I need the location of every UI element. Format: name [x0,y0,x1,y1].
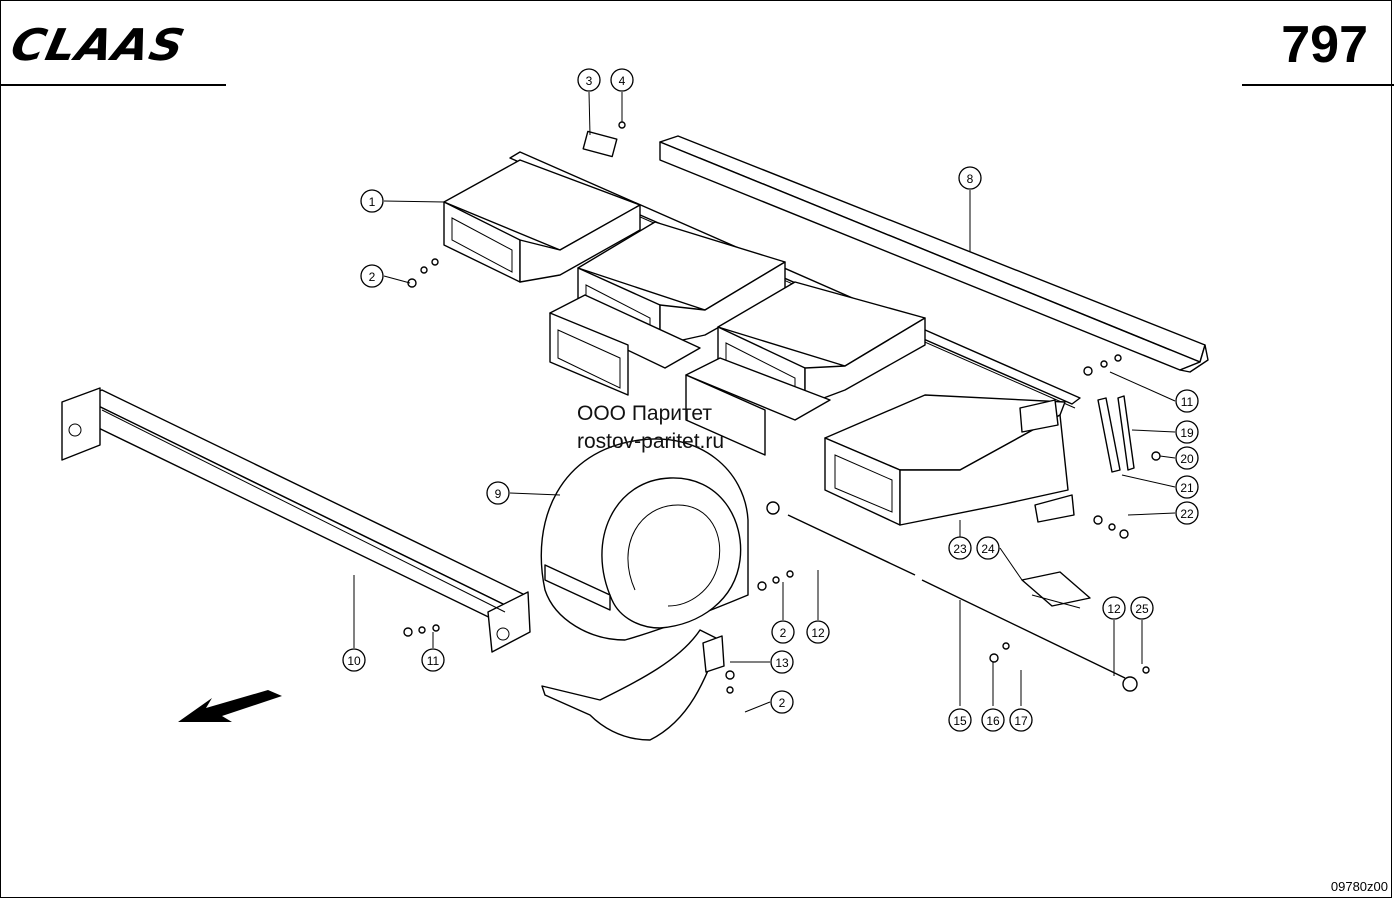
callout-8: 8 [958,166,982,190]
svg-text:1: 1 [369,195,376,209]
svg-text:17: 17 [1014,714,1028,728]
svg-text:25: 25 [1135,602,1149,616]
svg-text:3: 3 [586,74,593,88]
callout-24: 24 [976,536,1000,560]
part-15-rod [766,501,1138,692]
svg-text:23: 23 [953,542,967,556]
svg-text:11: 11 [427,654,440,668]
travel-direction-arrow-icon [178,690,282,722]
svg-text:10: 10 [347,654,361,668]
watermark-website: rostov-paritet.ru [577,430,725,453]
svg-text:22: 22 [1180,507,1194,521]
callout-2-b: 2 [771,620,795,644]
part-23-duct [824,394,1075,526]
callout-17: 17 [1009,708,1033,732]
svg-text:2: 2 [780,626,787,640]
callout-3: 3 [577,68,601,92]
callout-16: 16 [981,708,1005,732]
page-number-rule [1242,84,1394,86]
svg-text:15: 15 [953,714,967,728]
duct-lower-a [549,294,701,396]
part-10-beam [61,387,531,653]
callout-15: 15 [948,708,972,732]
callout-10: 10 [342,648,366,672]
callout-12-a: 12 [806,620,830,644]
svg-text:2: 2 [779,696,786,710]
watermark: ООО Паритет rostov-paritet.ru [577,400,724,456]
fasteners [403,121,1161,694]
part-9-fan-housing [540,438,749,641]
duct-lower-b [685,357,831,456]
part-13-shroud [541,629,725,741]
callout-9: 9 [486,481,510,505]
part-8-beam [659,135,1209,373]
svg-text:20: 20 [1180,452,1194,466]
callout-1: 1 [360,189,384,213]
svg-text:9: 9 [495,487,502,501]
svg-text:19: 19 [1180,426,1194,440]
svg-text:24: 24 [981,542,995,556]
part-24-bracket [1021,571,1091,609]
part-19-21-straps [1097,395,1135,473]
svg-text:8: 8 [967,172,974,186]
svg-text:16: 16 [986,714,1000,728]
callout-13: 13 [770,650,794,674]
callout-4: 4 [610,68,634,92]
drawing-code: 09780z00 [1330,879,1388,894]
svg-text:4: 4 [619,74,626,88]
callout-22: 22 [1175,501,1199,525]
svg-text:12: 12 [1107,602,1121,616]
callout-23: 23 [948,536,972,560]
callout-2-a: 2 [360,264,384,288]
watermark-company: ООО Паритет [577,402,713,425]
svg-text:2: 2 [369,270,376,284]
callout-11-b: 11 [1175,389,1199,413]
svg-text:12: 12 [811,626,825,640]
callout-11-a: 11 [421,648,445,672]
logo-rule [0,84,226,86]
callout-20: 20 [1175,446,1199,470]
callout-19: 19 [1175,420,1199,444]
callout-12-b: 12 [1102,596,1126,620]
svg-text:13: 13 [775,656,789,670]
callout-2-c: 2 [770,690,794,714]
callout-25: 25 [1130,596,1154,620]
callout-21: 21 [1175,475,1199,499]
svg-text:21: 21 [1180,481,1194,495]
svg-text:11: 11 [1181,395,1194,409]
page-number: 797 [1281,16,1368,74]
leader-lines [353,91,1176,713]
part-1-duct-upper-a [443,159,641,283]
